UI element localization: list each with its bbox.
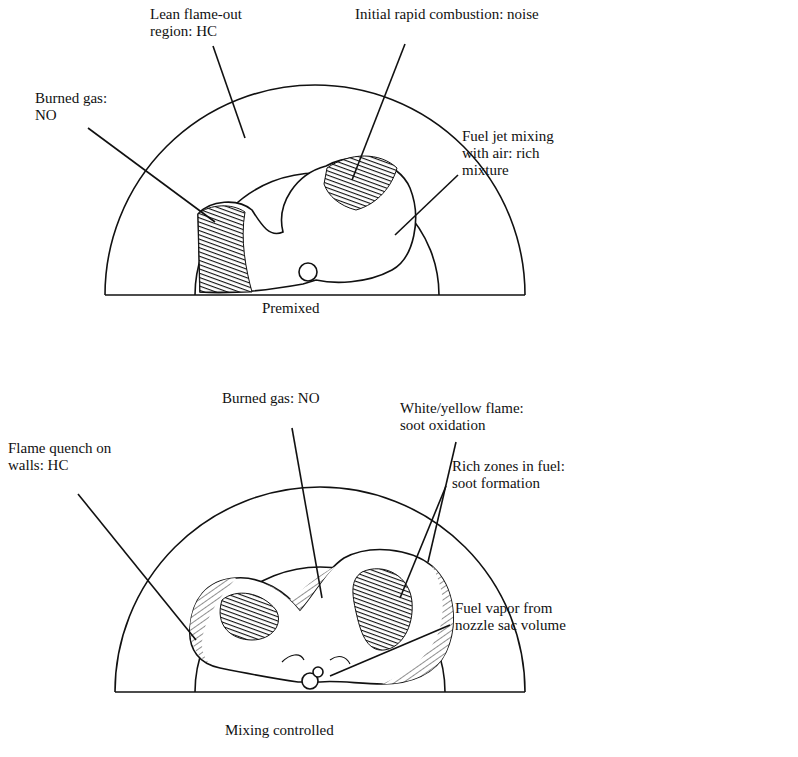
callout-label: Burned gas: NO bbox=[35, 90, 125, 124]
callout-label: Mixing controlled bbox=[225, 722, 385, 739]
callout-label: Flame quench on walls: HC bbox=[8, 440, 126, 474]
premixed-chamber bbox=[88, 44, 525, 295]
callout-label: Lean flame-out region: HC bbox=[150, 6, 275, 40]
callout-label: Fuel vapor from nozzle sac volume bbox=[455, 600, 595, 634]
callout-label: Fuel jet mixing with air: rich mixture bbox=[462, 128, 580, 179]
callout-label: Burned gas: NO bbox=[222, 390, 352, 407]
callout-label: Rich zones in fuel: soot formation bbox=[452, 458, 587, 492]
callout-label: Initial rapid combustion: noise bbox=[355, 6, 550, 23]
callout-label: Premixed bbox=[262, 300, 362, 317]
callout-label: White/yellow flame: soot oxidation bbox=[400, 400, 550, 434]
